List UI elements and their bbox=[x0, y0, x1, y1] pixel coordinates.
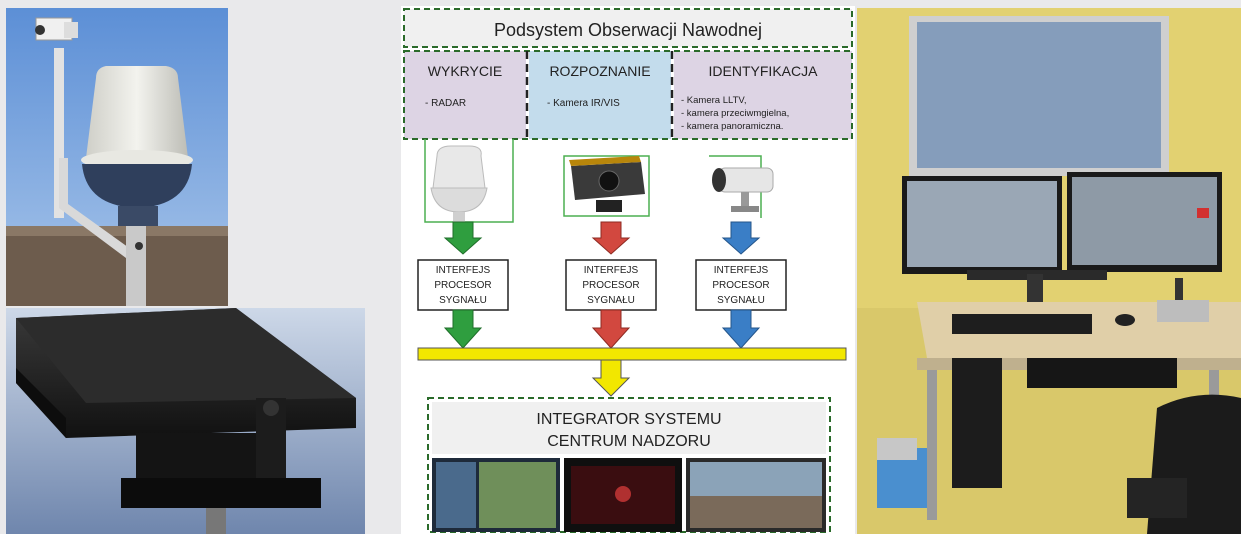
data-bus bbox=[417, 347, 847, 361]
column-item: - kamera przeciwmgielna, bbox=[681, 108, 789, 119]
interface-line-2: PROCESOR bbox=[434, 280, 491, 291]
column-box-detection bbox=[404, 51, 526, 139]
arrow-blue-to-bus bbox=[721, 309, 761, 349]
interface-line-1: INTERFEJS bbox=[584, 265, 639, 276]
interface-box-2 bbox=[565, 259, 657, 311]
column-item: - Kamera IR/VIS bbox=[547, 98, 620, 109]
column-box-identification bbox=[674, 51, 852, 139]
monitor-screens bbox=[432, 458, 826, 532]
workstation-photo bbox=[857, 8, 1241, 534]
column-box-recognition bbox=[529, 51, 671, 139]
title-box bbox=[403, 8, 853, 48]
surveillance-diagram: Podsystem Obserwacji Nawodnej WYKRYCIE R… bbox=[401, 6, 855, 534]
integrator-line-2: CENTRUM NADZORU bbox=[547, 433, 711, 450]
column-item: - Kamera LLTV, bbox=[681, 95, 746, 106]
column-item: - kamera panoramiczna. bbox=[681, 121, 783, 132]
arrow-red-to-bus bbox=[591, 309, 631, 349]
arrow-green-to-bus bbox=[443, 309, 483, 349]
camera-housing-photo bbox=[6, 308, 365, 534]
interface-line-2: PROCESOR bbox=[582, 280, 639, 291]
interface-line-3: SYGNAŁU bbox=[587, 295, 635, 306]
bullet-camera-icon bbox=[709, 155, 774, 218]
radar-icon bbox=[424, 139, 514, 223]
column-heading-identification: IDENTYFIKACJA bbox=[709, 63, 819, 79]
interface-box-3 bbox=[695, 259, 787, 311]
interface-line-2: PROCESOR bbox=[712, 280, 769, 291]
arrow-green-down bbox=[443, 221, 483, 255]
interface-line-1: INTERFEJS bbox=[436, 265, 491, 276]
interface-line-1: INTERFEJS bbox=[714, 265, 769, 276]
column-item: - RADAR bbox=[425, 98, 466, 109]
interface-line-3: SYGNAŁU bbox=[439, 295, 487, 306]
integrator-line-1: INTEGRATOR SYSTEMU bbox=[536, 411, 721, 428]
diagram-title: Podsystem Obserwacji Nawodnej bbox=[494, 20, 762, 40]
column-heading-recognition: ROZPOZNANIE bbox=[549, 63, 650, 79]
interface-line-3: SYGNAŁU bbox=[717, 295, 765, 306]
radar-photo bbox=[6, 8, 228, 306]
column-heading-detection: WYKRYCIE bbox=[428, 63, 502, 79]
arrow-yellow-down bbox=[591, 359, 631, 397]
arrow-blue-down bbox=[721, 221, 761, 255]
arrow-red-down bbox=[591, 221, 631, 255]
thermal-camera-icon bbox=[563, 155, 650, 217]
